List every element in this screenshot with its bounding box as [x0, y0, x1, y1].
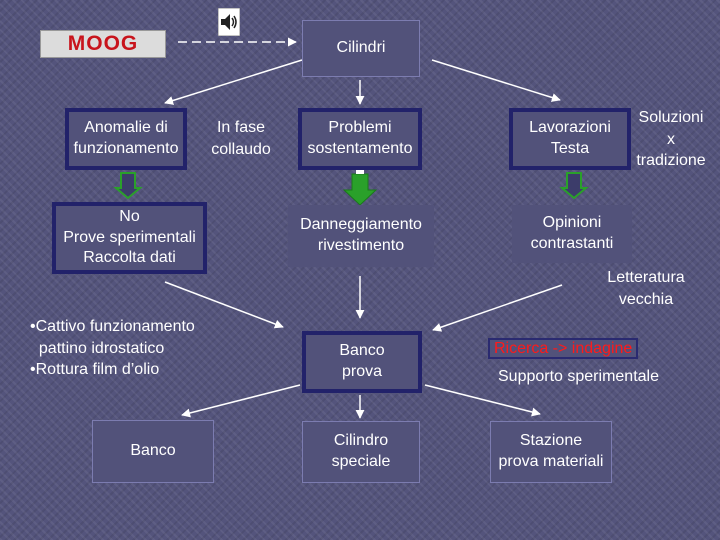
- box-anomalie: Anomalie di funzionamento: [65, 108, 187, 170]
- danneggiamento-label: Danneggiamento rivestimento: [300, 216, 422, 254]
- box-problemi: Problemi sostentamento: [298, 108, 422, 170]
- green-arrow-tab: [356, 170, 364, 174]
- box-lavorazioni: Lavorazioni Testa: [509, 108, 631, 170]
- box-cilindro: Cilindro speciale: [302, 421, 420, 483]
- banco-prova-label: Banco prova: [339, 342, 385, 380]
- moog-logo: MOOG: [40, 30, 166, 58]
- collaudo-label: In fase collaudo: [211, 119, 271, 158]
- cilindro-label: Cilindro speciale: [331, 432, 391, 470]
- ricerca-label: Ricerca -> indagine: [488, 338, 639, 359]
- box-danneggiamento: Danneggiamento rivestimento: [288, 205, 434, 267]
- bullet-list: •Cattivo funzionamento pattino idrostati…: [30, 316, 225, 381]
- anomalie-label: Anomalie di funzionamento: [73, 119, 179, 157]
- opinioni-label: Opinioni contrastanti: [530, 214, 614, 252]
- stazione-label: Stazione prova materiali: [498, 432, 604, 470]
- bullet-item-2: •Rottura film d’olio: [30, 361, 160, 379]
- box-stazione: Stazione prova materiali: [490, 421, 612, 483]
- cilindri-label: Cilindri: [336, 39, 386, 57]
- lavorazioni-label: Lavorazioni Testa: [529, 119, 611, 157]
- letteratura-label: Letteratura vecchia: [607, 269, 685, 308]
- box-cilindri: Cilindri: [302, 20, 420, 77]
- small-arrow-col3: [559, 172, 589, 200]
- speaker-icon[interactable]: [218, 8, 240, 36]
- arrow-raccolta-to-banco-prova: [164, 281, 284, 329]
- arrow-cilindri-to-anomalie: [164, 59, 303, 105]
- box-prove: No Prove sperimentali Raccolta dati: [52, 202, 207, 274]
- small-arrow-col1: [113, 172, 143, 200]
- banco-label: Banco: [130, 442, 176, 460]
- problemi-label: Problemi sostentamento: [307, 119, 413, 157]
- arrow-banco-prova-to-banco: [181, 384, 301, 418]
- arrow-cilindri-to-lavorazioni: [431, 59, 561, 102]
- prove-label: No Prove sperimentali Raccolta dati: [63, 207, 196, 267]
- arrow-banco-prova-to-stazione: [424, 384, 541, 417]
- soluzioni-label: Soluzioni x tradizione: [636, 109, 706, 170]
- box-banco-prova: Banco prova: [302, 331, 422, 393]
- arrow-opinioni-to-banco-prova: [432, 284, 563, 332]
- supporto-label: Supporto sperimentale: [498, 368, 659, 385]
- box-banco: Banco: [92, 420, 214, 483]
- green-arrow-col2: [342, 173, 378, 206]
- bullet-item-1: •Cattivo funzionamento pattino idrostati…: [30, 318, 195, 357]
- box-opinioni: Opinioni contrastanti: [512, 205, 632, 263]
- ricerca-wrapper: Ricerca -> indagine: [488, 338, 639, 360]
